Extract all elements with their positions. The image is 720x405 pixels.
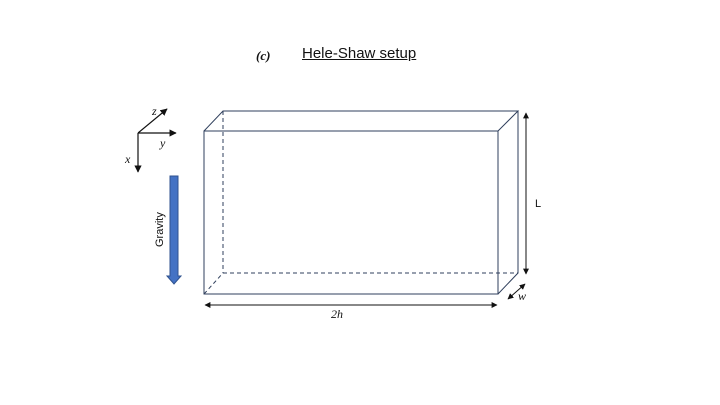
- x-axis-label: x: [124, 152, 131, 166]
- top-face: [203, 110, 520, 132]
- dimension-depth: w: [507, 283, 526, 303]
- z-axis-arrow: [137, 108, 168, 134]
- gravity-indicator: Gravity: [154, 175, 183, 285]
- coordinate-axes: x y z: [124, 104, 177, 173]
- width-label: 2h: [331, 307, 343, 321]
- hidden-edge-diagonal: [203, 272, 224, 295]
- z-axis-label: z: [151, 104, 157, 118]
- hele-shaw-cell: [203, 110, 520, 295]
- gravity-label: Gravity: [154, 212, 166, 247]
- y-axis-label: y: [159, 136, 166, 150]
- depth-dimension-line: [507, 283, 526, 300]
- dimension-height: L: [523, 112, 541, 275]
- panel-label: (c): [256, 48, 271, 63]
- height-label: L: [535, 198, 541, 210]
- depth-label: w: [518, 289, 526, 303]
- diagram-title: Hele-Shaw setup: [302, 45, 417, 62]
- front-face: [203, 130, 499, 295]
- right-face: [497, 111, 519, 295]
- gravity-arrow-icon: [165, 175, 183, 285]
- dimension-width: 2h: [204, 302, 498, 321]
